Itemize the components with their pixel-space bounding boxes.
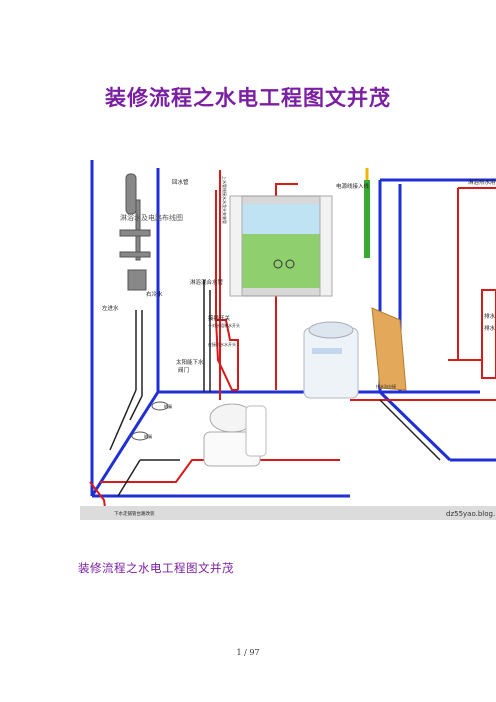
figure-caption: 装修流程之水电工程图文并茂: [78, 561, 234, 575]
toilet: [203, 403, 267, 467]
switch-label: 接插开关: [208, 314, 231, 322]
window: [229, 195, 333, 297]
washing-machine: [303, 321, 359, 399]
green-conduit: [364, 180, 370, 258]
watermark: dz55yao.blog.: [446, 510, 495, 518]
red-pipes: [89, 170, 496, 516]
vertical-wire-label: 上水管线接水水龙头安装管: [222, 176, 228, 224]
floor-drain-label-1: 地漏: [164, 403, 172, 409]
right-top-label: 淋浴热水用: [468, 178, 496, 186]
hot-return-label: 回水管: [172, 178, 189, 186]
floor-drain-label-2: 地漏: [144, 433, 152, 439]
drain-label: 太阳能下水: [176, 358, 204, 366]
cold-right-label: 右冷水: [146, 290, 163, 298]
power-label: 电源线接入线: [336, 182, 370, 190]
washer-socket-label: 排水沟分接: [376, 383, 396, 389]
plumbing-diagram: 淋浴水及电路布线图 回水管 电源线接入线 左进水 右冷水 淋浴混合水管 接插开关…: [80, 160, 496, 520]
towel-basket: [371, 307, 407, 391]
cold-left-label: 左进水: [102, 304, 119, 312]
page-number: 1 / 97: [236, 648, 260, 657]
switch-note-2: 在接机水水开头: [208, 341, 236, 347]
mixer-feed-label: 淋浴混合水管: [190, 278, 224, 286]
right-box-label-1: 排水: [484, 312, 496, 320]
page-title: 装修流程之水电工程图文并茂: [105, 86, 391, 110]
black-pipes: [109, 280, 441, 497]
bottom-pipe-label: 下水走铺管台路改装: [114, 510, 155, 517]
drain-label-2: 阀门: [178, 366, 189, 374]
switch-note-1: 一对水组装水开头: [208, 322, 240, 328]
shower-fixture: [119, 173, 151, 291]
right-box-label-2: 排水: [484, 324, 496, 332]
shower-title-label: 淋浴水及电路布线图: [120, 213, 183, 222]
